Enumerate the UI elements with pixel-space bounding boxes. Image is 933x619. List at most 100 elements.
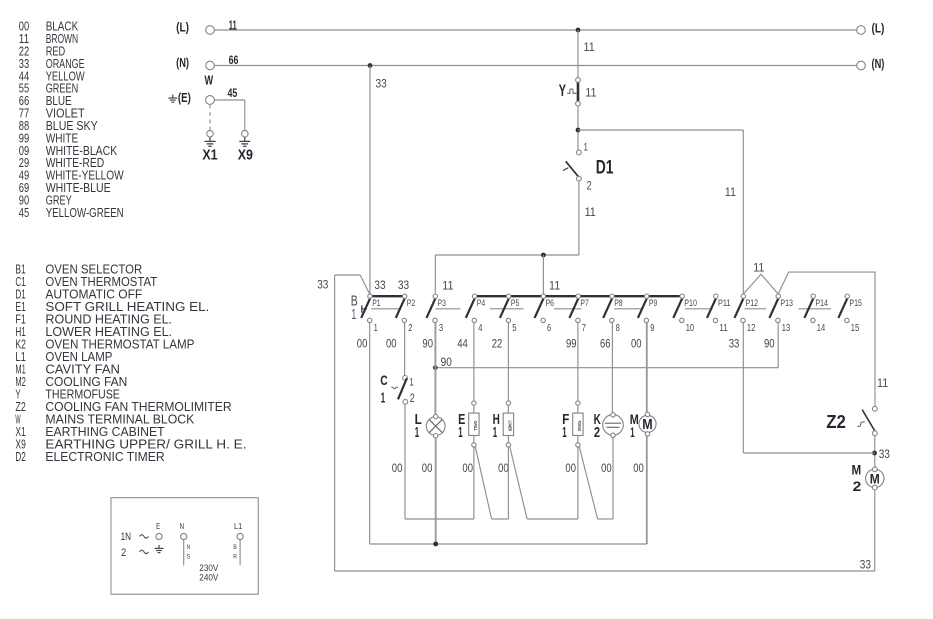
svg-text:L: L xyxy=(415,412,422,428)
svg-text:GRILL: GRILL xyxy=(473,421,478,432)
svg-text:F1: F1 xyxy=(15,312,25,327)
svg-text:00: 00 xyxy=(357,337,368,351)
svg-text:W: W xyxy=(15,412,20,427)
svg-text:L1: L1 xyxy=(234,521,242,531)
svg-text:CAVITY FAN: CAVITY FAN xyxy=(45,362,120,377)
svg-text:ORANGE: ORANGE xyxy=(46,57,85,71)
svg-text:M2: M2 xyxy=(15,374,25,389)
svg-text:33: 33 xyxy=(729,337,740,351)
svg-text:B1: B1 xyxy=(15,262,25,277)
svg-text:00: 00 xyxy=(422,461,433,475)
svg-text:P13: P13 xyxy=(780,298,793,308)
svg-text:E1: E1 xyxy=(15,299,25,314)
svg-text:45: 45 xyxy=(19,206,29,220)
svg-text:240V: 240V xyxy=(199,572,219,582)
svg-text:RED: RED xyxy=(46,44,66,58)
svg-text:LOWER HEATING EL.: LOWER HEATING EL. xyxy=(45,324,172,339)
svg-text:C1: C1 xyxy=(15,274,25,289)
svg-text:M: M xyxy=(630,411,639,427)
svg-text:S: S xyxy=(187,554,191,561)
svg-text:00: 00 xyxy=(633,461,644,475)
svg-text:H1: H1 xyxy=(15,324,25,339)
svg-text:D1: D1 xyxy=(596,158,614,179)
svg-text:WHITE-BLACK: WHITE-BLACK xyxy=(46,144,118,158)
svg-text:K: K xyxy=(594,412,602,428)
svg-text:F: F xyxy=(562,412,569,428)
svg-text:1: 1 xyxy=(381,389,385,406)
svg-text:BLACK: BLACK xyxy=(46,20,79,34)
svg-text:90: 90 xyxy=(441,355,452,369)
svg-text:BROWN: BROWN xyxy=(46,32,78,46)
svg-text:YELLOW-GREEN: YELLOW-GREEN xyxy=(46,206,124,220)
svg-text:P9: P9 xyxy=(649,298,657,308)
svg-text:11: 11 xyxy=(719,323,728,334)
svg-text:M1: M1 xyxy=(15,362,25,377)
svg-text:33: 33 xyxy=(19,57,29,71)
svg-text:WHITE-RED: WHITE-RED xyxy=(46,156,105,170)
svg-text:1: 1 xyxy=(584,142,588,154)
svg-text:(E): (E) xyxy=(178,90,191,105)
svg-text:77: 77 xyxy=(19,107,29,121)
svg-text:11: 11 xyxy=(442,279,453,293)
svg-text:29: 29 xyxy=(19,156,29,170)
svg-text:C: C xyxy=(380,372,387,388)
svg-text:P11: P11 xyxy=(718,298,731,308)
svg-text:2: 2 xyxy=(410,392,415,405)
svg-text:M: M xyxy=(642,417,652,433)
svg-text:P12: P12 xyxy=(746,298,759,308)
svg-text:(L): (L) xyxy=(872,20,885,35)
svg-text:COOLING FAN: COOLING FAN xyxy=(45,374,127,389)
svg-text:90: 90 xyxy=(422,337,433,351)
svg-text:GREY: GREY xyxy=(46,193,73,207)
svg-text:X9: X9 xyxy=(15,437,25,452)
svg-text:Y: Y xyxy=(15,387,20,402)
svg-text:11: 11 xyxy=(753,260,764,274)
svg-text:230V: 230V xyxy=(199,563,219,573)
svg-text:YELLOW: YELLOW xyxy=(46,69,85,83)
svg-text:W: W xyxy=(205,72,214,87)
svg-text:B: B xyxy=(233,544,237,551)
svg-text:44: 44 xyxy=(457,337,468,351)
svg-text:09: 09 xyxy=(19,144,29,158)
svg-text:B: B xyxy=(351,293,358,310)
svg-text:ROUND: ROUND xyxy=(577,421,582,432)
svg-text:1: 1 xyxy=(374,323,378,334)
svg-text:MAINS TERMINAL BLOCK: MAINS TERMINAL BLOCK xyxy=(45,412,194,427)
svg-text:ROUND HEATING EL.: ROUND HEATING EL. xyxy=(45,312,172,327)
svg-text:D1: D1 xyxy=(15,287,25,302)
svg-text:1: 1 xyxy=(415,425,419,441)
svg-text:P1: P1 xyxy=(372,298,380,308)
svg-text:1: 1 xyxy=(458,425,462,441)
svg-text:WHITE-BLUE: WHITE-BLUE xyxy=(46,181,111,195)
svg-text:33: 33 xyxy=(860,558,871,572)
svg-text:(L): (L) xyxy=(176,19,189,34)
svg-text:1: 1 xyxy=(493,425,497,441)
svg-text:11: 11 xyxy=(725,185,736,199)
svg-text:M: M xyxy=(852,462,862,478)
svg-text:Z2: Z2 xyxy=(15,399,25,414)
svg-text:90: 90 xyxy=(764,337,775,351)
svg-text:13: 13 xyxy=(782,323,791,334)
svg-text:90: 90 xyxy=(19,193,29,207)
svg-text:OVEN THERMOSTAT: OVEN THERMOSTAT xyxy=(45,274,157,289)
svg-text:1: 1 xyxy=(352,306,357,323)
svg-text:11: 11 xyxy=(19,32,29,46)
svg-text:33: 33 xyxy=(376,76,387,90)
svg-text:AUTOMATIC OFF: AUTOMATIC OFF xyxy=(45,287,142,302)
svg-text:00: 00 xyxy=(462,461,473,475)
svg-text:E: E xyxy=(156,521,160,531)
svg-text:P7: P7 xyxy=(580,298,588,308)
svg-text:3: 3 xyxy=(439,323,443,334)
svg-text:SOFT GRILL HEATING EL.: SOFT GRILL HEATING EL. xyxy=(45,299,209,314)
svg-text:8: 8 xyxy=(616,323,620,334)
svg-text:WHITE: WHITE xyxy=(46,131,78,145)
svg-text:11: 11 xyxy=(584,40,595,54)
svg-text:Z2: Z2 xyxy=(826,412,846,432)
svg-text:N: N xyxy=(180,521,184,531)
svg-text:69: 69 xyxy=(19,181,29,195)
svg-text:WHITE-YELLOW: WHITE-YELLOW xyxy=(46,169,124,183)
svg-text:D2: D2 xyxy=(15,449,25,464)
svg-text:66: 66 xyxy=(19,94,29,108)
svg-text:P10: P10 xyxy=(684,298,697,308)
svg-text:99: 99 xyxy=(566,337,577,351)
